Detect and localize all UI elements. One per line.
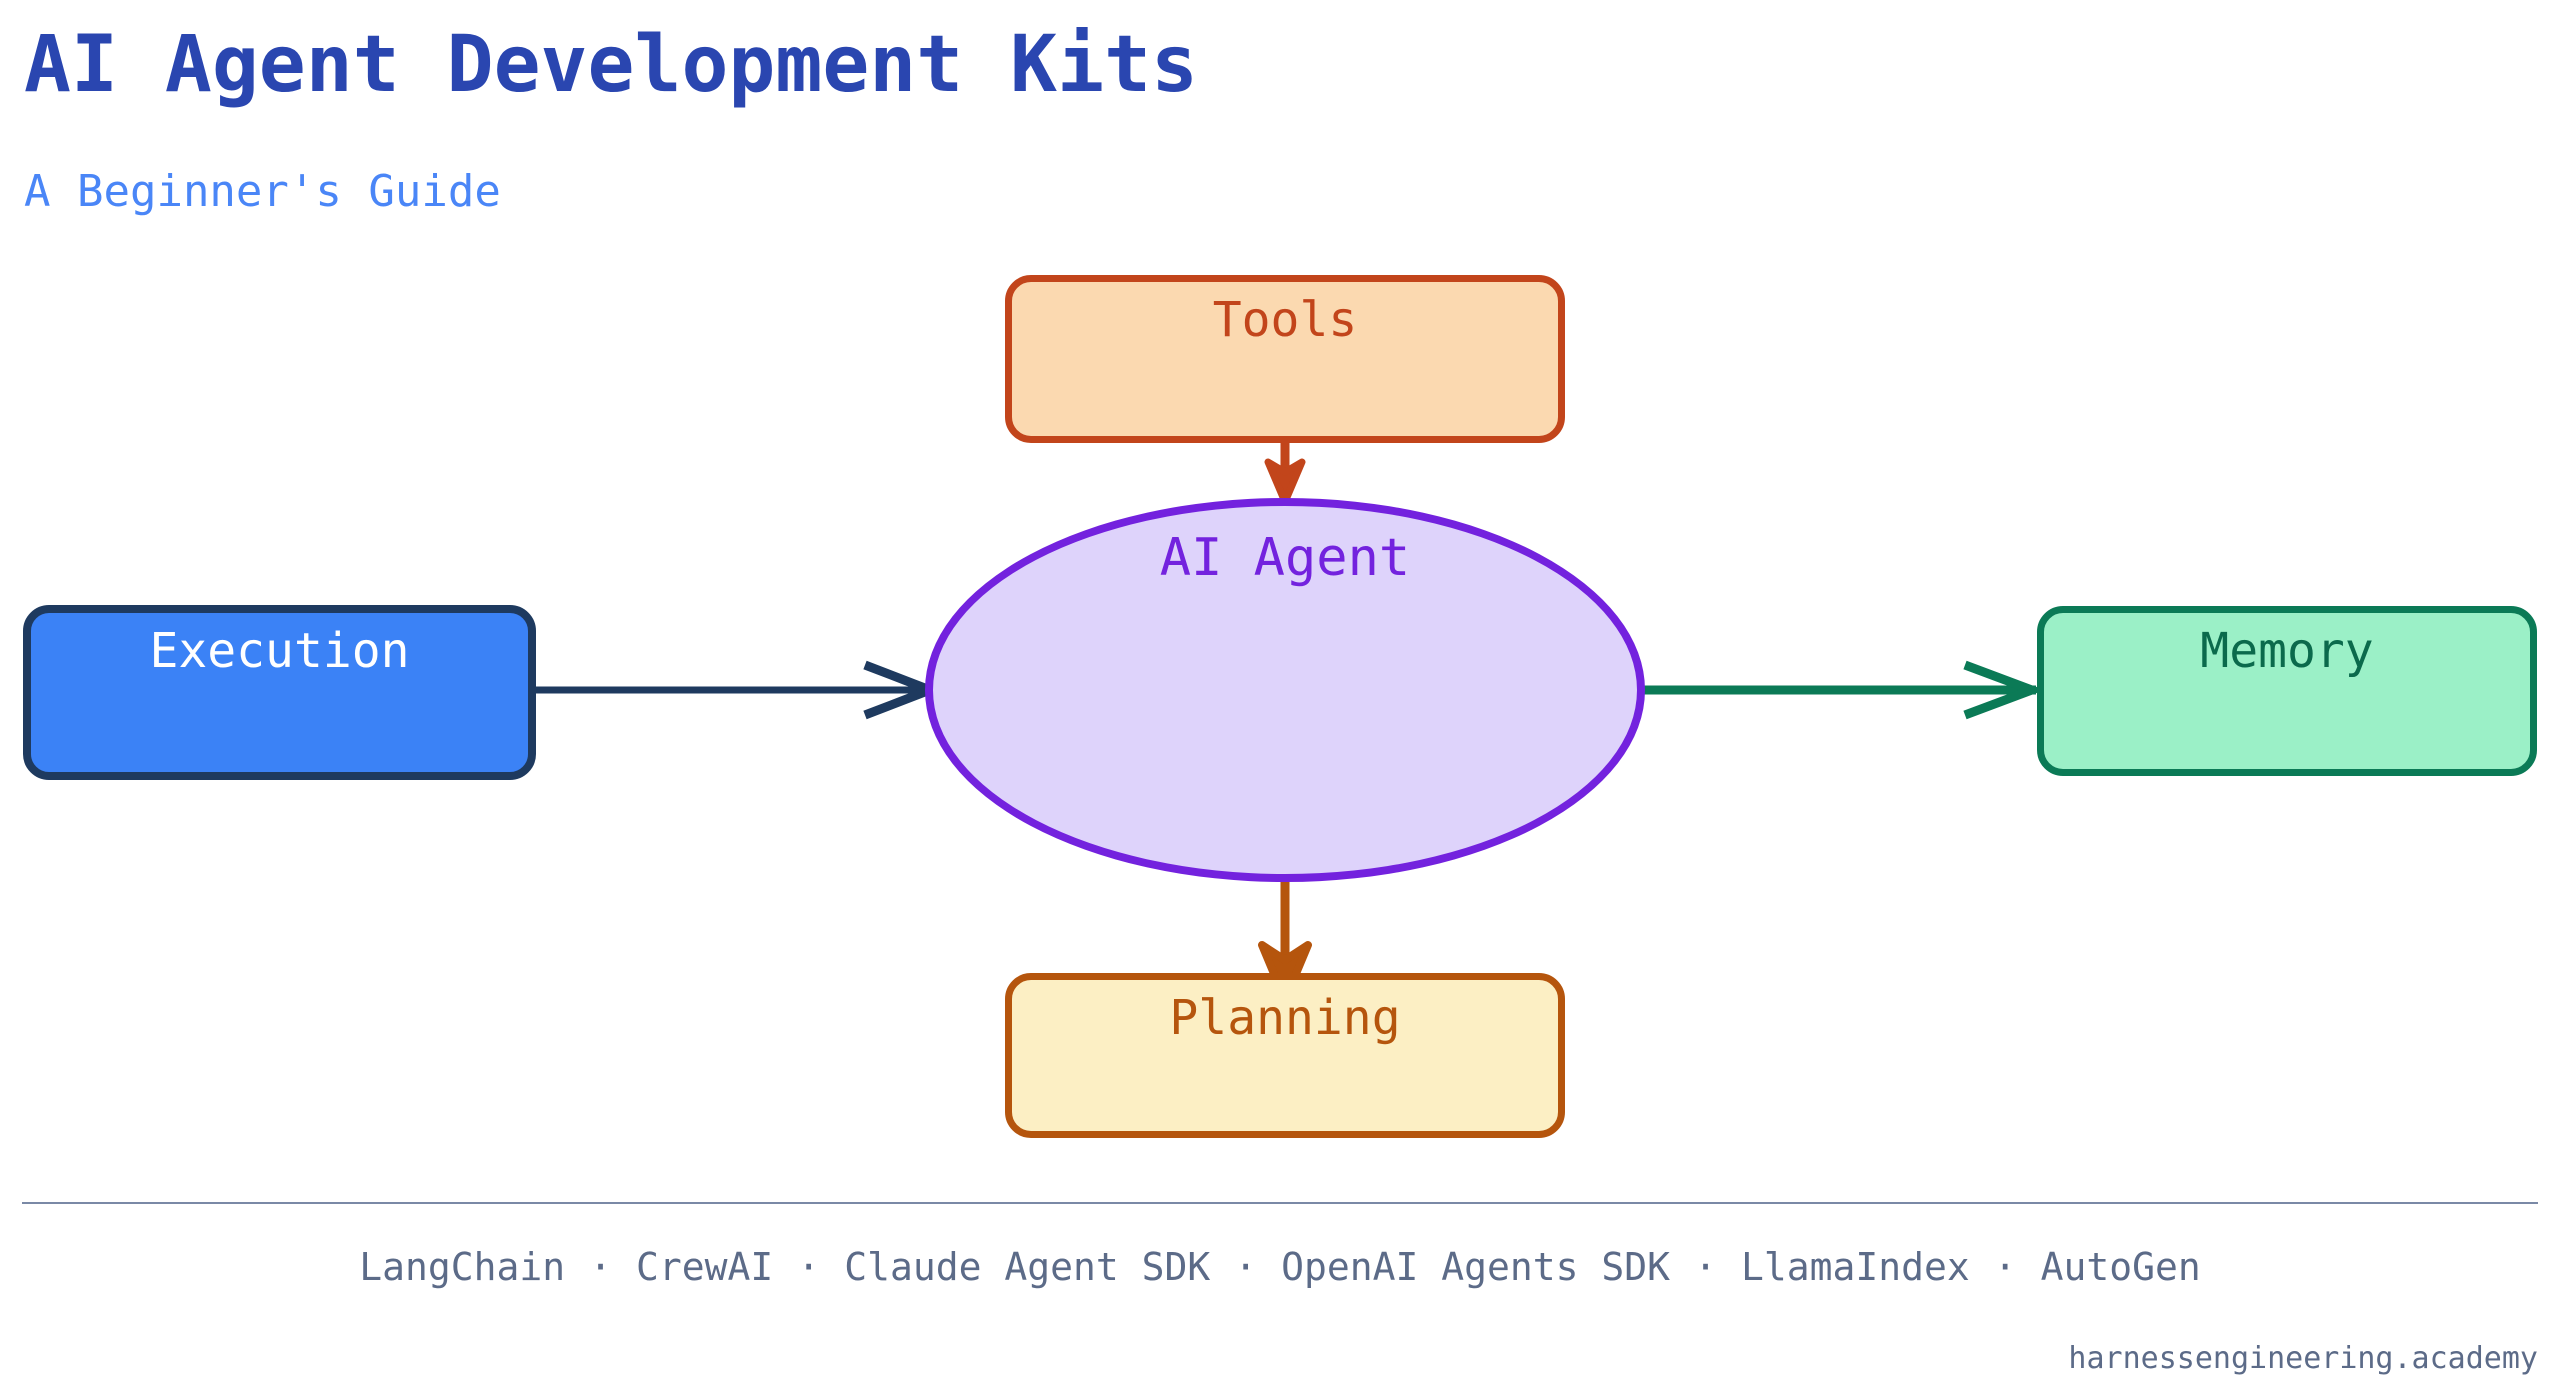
node-tools-label: Tools: [1212, 292, 1358, 348]
edge-agent-to-memory: [1638, 660, 2045, 720]
node-planning[interactable]: Planning: [1005, 973, 1565, 1138]
footer-separator: ·: [1993, 1245, 2017, 1289]
footer-sdk-list: LangChain · CrewAI · Claude Agent SDK · OpenAI…: [0, 1248, 2560, 1286]
node-tools[interactable]: Tools: [1005, 275, 1565, 443]
page-subtitle: A Beginner's Guide: [24, 166, 501, 217]
footer-separator: ·: [797, 1245, 821, 1289]
footer-sdk-item: Claude Agent SDK: [844, 1245, 1211, 1289]
footer-sdk-item: LangChain: [359, 1245, 566, 1289]
node-ai-agent[interactable]: AI Agent: [925, 498, 1645, 882]
footer-sdk-item: CrewAI: [636, 1245, 774, 1289]
node-ai-agent-label: AI Agent: [1159, 528, 1411, 588]
page-title: AI Agent Development Kits: [24, 20, 1198, 110]
node-planning-label: Planning: [1169, 990, 1401, 1046]
footer-separator: ·: [589, 1245, 613, 1289]
footer-divider: [22, 1202, 2538, 1204]
footer-attribution: harnessengineering.academy: [2068, 1341, 2538, 1376]
node-memory-label: Memory: [2200, 623, 2374, 679]
footer-separator: ·: [1694, 1245, 1717, 1289]
footer-sdk-item: OpenAI Agents SDK: [1281, 1245, 1671, 1289]
edge-execution-to-agent: [536, 660, 943, 720]
footer-separator: ·: [1234, 1245, 1258, 1289]
node-execution-label: Execution: [149, 623, 410, 679]
edge-tools-to-agent: [1264, 443, 1306, 506]
node-execution[interactable]: Execution: [23, 605, 536, 780]
footer-sdk-item: AutoGen: [2040, 1245, 2201, 1289]
footer-sdk-item: LlamaIndex: [1740, 1245, 1970, 1289]
node-memory[interactable]: Memory: [2037, 606, 2537, 776]
